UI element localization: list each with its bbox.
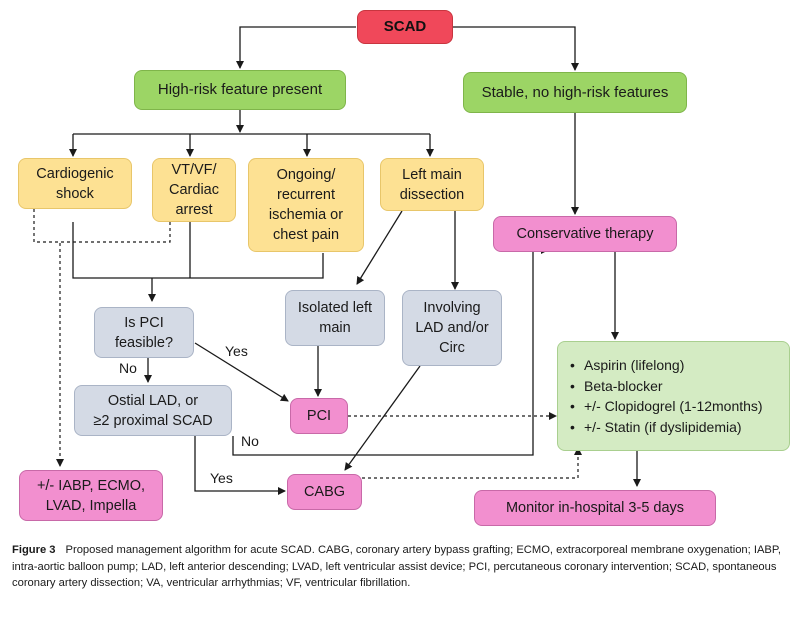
ongoing-line-2: recurrent — [276, 187, 336, 203]
therapy-item: •+/- Statin (if dyslipidemia) — [570, 418, 742, 435]
conservative-therapy-node: Conservative therapy — [493, 216, 677, 252]
involving-lad-node: Involving LAD and/or Circ — [402, 290, 502, 366]
high-risk-label: High-risk feature present — [157, 81, 323, 98]
involving-line-3: Circ — [439, 340, 465, 356]
cabg-label: CABG — [303, 484, 346, 500]
pci-node: PCI — [290, 398, 348, 434]
left-main-dissection-node: Left main dissection — [380, 158, 484, 211]
left-main-line-2: dissection — [399, 186, 465, 203]
isolated-left-main-node: Isolated left main — [285, 290, 385, 346]
ostial-line-1: Ostial LAD, or — [107, 392, 199, 409]
vt-vf-line-1: VT/VF/ — [171, 162, 217, 178]
left-main-line-1: Left main — [402, 166, 462, 183]
no-ostial-label: No — [241, 433, 259, 449]
ongoing-line-3: ischemia or — [268, 207, 344, 223]
therapy-item: •+/- Clopidogrel (1-12months) — [570, 398, 763, 414]
medical-therapy-node: •Aspirin (lifelong) •Beta-blocker •+/- C… — [557, 341, 790, 451]
connector-lines — [33, 26, 641, 495]
ongoing-line-4: chest pain — [272, 227, 340, 243]
stable-node: Stable, no high-risk features — [463, 72, 687, 113]
therapy-item: •Beta-blocker — [570, 377, 663, 394]
ongoing-line-1: Ongoing/ — [276, 167, 336, 183]
scad-node: SCAD — [357, 10, 453, 44]
pci-feasible-node: Is PCI feasible? — [94, 307, 194, 358]
involving-line-1: Involving — [423, 300, 481, 316]
monitor-node: Monitor in-hospital 3-5 days — [474, 490, 716, 526]
iabp-ecmo-node: +/- IABP, ECMO, LVAD, Impella — [19, 470, 163, 521]
cardiogenic-shock-node: Cardiogenic shock — [18, 158, 132, 209]
pci-feasible-line-2: feasible? — [114, 334, 174, 351]
ostial-line-2: ≥2 proximal SCAD — [93, 412, 213, 429]
conservative-label: Conservative therapy — [516, 226, 654, 242]
cardiogenic-line-2: shock — [56, 185, 94, 202]
isolated-line-2: main — [319, 320, 351, 336]
cardiogenic-line-1: Cardiogenic — [36, 165, 114, 182]
monitor-label: Monitor in-hospital 3-5 days — [505, 500, 685, 516]
pci-feasible-line-1: Is PCI — [124, 314, 164, 331]
vt-vf-node: VT/VF/ Cardiac arrest — [152, 158, 236, 222]
no-pci-label: No — [119, 360, 137, 376]
caption-text: Proposed management algorithm for acute … — [12, 544, 782, 589]
isolated-line-1: Isolated left — [297, 300, 373, 316]
pci-label: PCI — [306, 408, 332, 424]
ongoing-ischemia-node: Ongoing/ recurrent ischemia or chest pai… — [248, 158, 364, 252]
therapy-item: •Aspirin (lifelong) — [570, 357, 685, 373]
caption-label: Figure 3 — [12, 544, 56, 556]
iabp-line-2: LVAD, Impella — [45, 497, 137, 514]
scad-label: SCAD — [383, 18, 427, 35]
involving-line-2: LAD and/or — [415, 320, 489, 336]
stable-label: Stable, no high-risk features — [481, 83, 669, 101]
yes-pci-label: Yes — [225, 343, 248, 359]
ostial-lad-node: Ostial LAD, or ≥2 proximal SCAD — [74, 385, 232, 436]
therapy-list: •Aspirin (lifelong) •Beta-blocker •+/- C… — [570, 355, 763, 437]
high-risk-node: High-risk feature present — [134, 70, 346, 110]
iabp-line-1: +/- IABP, ECMO, — [36, 477, 146, 494]
vt-vf-line-3: arrest — [175, 202, 213, 218]
yes-ostial-label: Yes — [210, 470, 233, 486]
vt-vf-line-2: Cardiac — [169, 182, 219, 198]
cabg-node: CABG — [287, 474, 362, 510]
